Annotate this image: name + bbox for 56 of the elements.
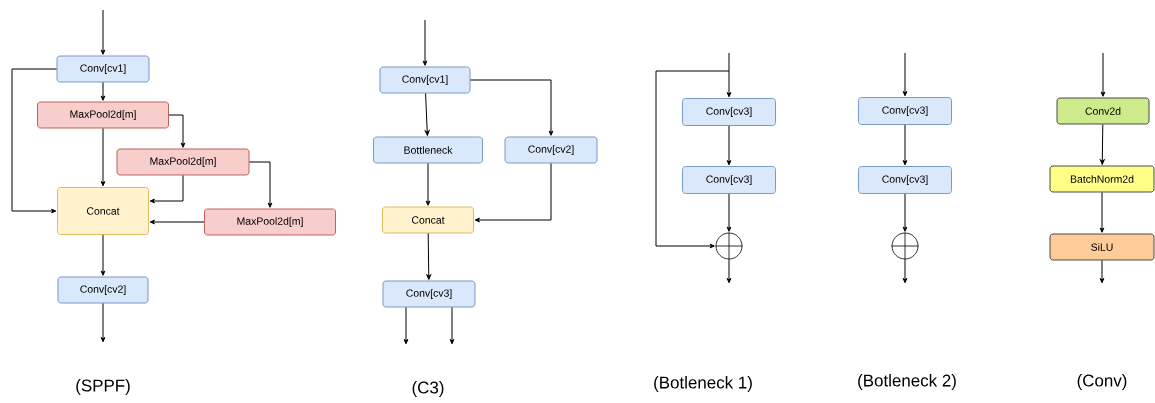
- arrow: [474, 162, 552, 223]
- arrow: [726, 52, 732, 98]
- arrow: [403, 306, 409, 345]
- arrow: [902, 258, 908, 284]
- process-box: Conv[cv3]: [682, 98, 776, 126]
- process-box: Conv[cv3]: [858, 97, 952, 125]
- arrow: [424, 92, 430, 136]
- arrow: [1099, 191, 1105, 233]
- arrow: [469, 79, 554, 136]
- caption: (Conv): [1077, 374, 1127, 390]
- sum-circle: [715, 232, 743, 260]
- sum-circle: [891, 232, 919, 260]
- arrow: [100, 234, 106, 276]
- caption: (Botleneck 2): [858, 374, 956, 390]
- arrow: [425, 162, 431, 206]
- arrow: [248, 161, 273, 208]
- process-box: Conv[cv3]: [858, 166, 952, 194]
- process-box: Bottleneck: [373, 136, 483, 164]
- arrow: [449, 306, 455, 345]
- arrow: [902, 124, 908, 166]
- arrow: [100, 127, 106, 187]
- process-box: Concat: [382, 206, 474, 234]
- process-box: SiLU: [1049, 233, 1155, 261]
- arrow: [902, 52, 908, 97]
- process-box: Conv[cv3]: [382, 280, 476, 308]
- arrow: [655, 70, 730, 249]
- arrow: [168, 114, 186, 148]
- process-box: MaxPool2d[m]: [37, 101, 169, 129]
- arrow: [726, 258, 732, 284]
- caption: (C3): [412, 381, 444, 397]
- process-box: MaxPool2d[m]: [204, 208, 336, 236]
- arrow: [149, 219, 205, 225]
- process-box: Conv[cv1]: [56, 55, 150, 83]
- arrow: [1099, 123, 1105, 165]
- process-box: Conv2d: [1056, 97, 1150, 125]
- arrow: [422, 19, 428, 66]
- arrow: [100, 302, 106, 343]
- process-box: Conv[cv2]: [504, 136, 598, 164]
- process-box: MaxPool2d[m]: [116, 148, 250, 176]
- arrow: [902, 193, 908, 232]
- process-box: BatchNorm2d: [1049, 165, 1155, 193]
- arrow: [1100, 52, 1106, 97]
- caption: (Botleneck 1): [654, 376, 752, 392]
- arrow: [426, 232, 432, 280]
- process-box: Conv[cv1]: [379, 66, 471, 94]
- arrow: [100, 9, 106, 55]
- arrow: [726, 125, 732, 166]
- arrow: [149, 174, 184, 204]
- arrow: [726, 193, 732, 232]
- arrow: [1099, 259, 1105, 284]
- process-box: Conv[cv2]: [57, 276, 149, 304]
- process-box: Concat: [57, 187, 149, 235]
- caption: (SPPF): [76, 379, 130, 395]
- process-box: Conv[cv3]: [682, 166, 776, 194]
- arrow: [100, 81, 106, 101]
- arrow: [11, 68, 58, 214]
